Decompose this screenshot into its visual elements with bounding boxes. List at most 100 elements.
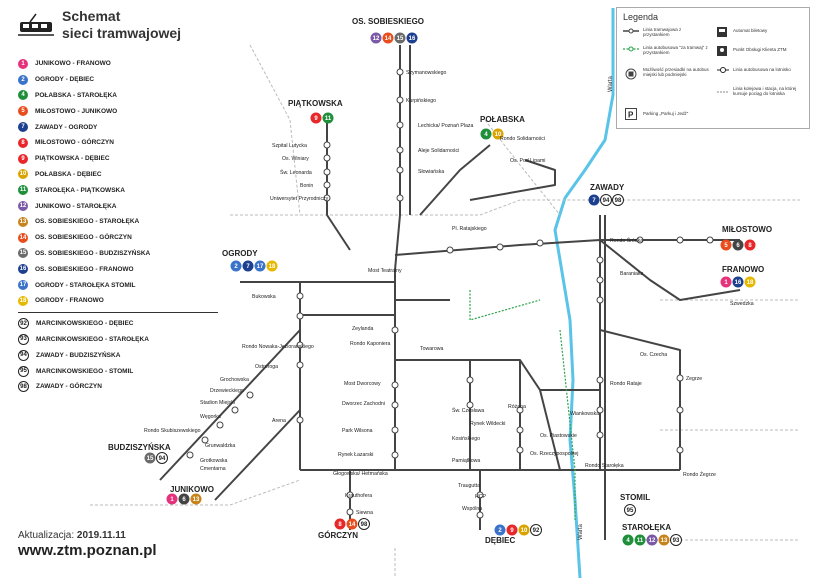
line-badge — [612, 194, 624, 206]
line-badge-number: 4 — [626, 538, 630, 544]
line-badge-number: 93 — [673, 538, 680, 544]
line-badge-number: 13 — [193, 497, 200, 503]
route-name: OS. SOBIESKIEGO - STAROŁĘKA — [35, 218, 140, 226]
stop-label: Most Teatralny — [368, 268, 402, 274]
route-divider — [18, 311, 218, 313]
line-badge-number: 94 — [603, 198, 610, 204]
route-number-badge: 93 — [18, 333, 29, 345]
stop-label: Rondo Śródka — [610, 236, 643, 244]
route-item: 5 MIŁOSTOWO - JUNIKOWO — [18, 103, 218, 119]
terminal-label: POŁABSKA — [480, 115, 525, 124]
line-badge — [624, 504, 636, 516]
customer-service-icon — [717, 46, 727, 56]
route-number-badge: 2 — [18, 74, 28, 85]
route-name: JUNIKOWO - STAROŁĘKA — [35, 202, 117, 210]
stop-label: Szymanowskiego — [406, 70, 446, 76]
stop-label: Os. Czecha — [640, 352, 667, 358]
stop-label: HCP — [475, 494, 486, 500]
route-number-badge: 17 — [18, 280, 28, 291]
stop-label: Wiankowska — [570, 411, 599, 417]
terminal-label: ZAWADY — [590, 183, 625, 192]
river-label-south: Warta — [578, 524, 584, 540]
page-title: Schemat sieci tramwajowej — [62, 8, 181, 42]
title-line1: Schemat — [62, 8, 121, 24]
line-badge-number: 92 — [533, 528, 540, 534]
stop-label: Słowiańska — [418, 169, 444, 175]
stop-label: Rondo Solidarności — [500, 136, 545, 142]
line-badge-number: 14 — [385, 36, 392, 42]
stop-label: Zeylanda — [352, 326, 373, 332]
line-badge — [732, 276, 744, 288]
line-badge-number: 16 — [735, 280, 742, 286]
terminal-label: OGRODY — [222, 249, 258, 258]
stop-label: Uniwersytet Przyrodniczy — [270, 196, 329, 202]
route-number-badge: 1 — [18, 58, 28, 69]
legend-box: Legenda Linia tramwajowa z przystankiem … — [616, 7, 810, 129]
route-name: OGRODY - STAROŁĘKA STOMIL — [35, 281, 136, 289]
bus-transfer-icon — [625, 68, 637, 80]
line-badge — [720, 276, 732, 288]
line-badge — [480, 128, 492, 140]
route-number-badge: 7 — [18, 122, 28, 133]
terminal-label: GÓRCZYN — [318, 531, 358, 540]
stop-label: Towarowa — [420, 346, 443, 352]
line-badge-number: 2 — [498, 528, 502, 534]
route-name: OS. SOBIESKIEGO - FRANOWO — [35, 265, 134, 273]
stop-label: Bonin — [300, 183, 313, 189]
line-badge — [242, 260, 254, 272]
route-name: MIŁOSTOWO - JUNIKOWO — [35, 107, 118, 115]
line-badge-number: 9 — [510, 528, 514, 534]
route-number-badge: 14 — [18, 232, 28, 243]
route-name: ZAWADY - BUDZISZYŃSKA — [36, 351, 121, 359]
tram-icon — [18, 13, 54, 36]
line-badge-number: 14 — [349, 522, 356, 528]
line-badge-number: 10 — [495, 132, 502, 138]
line-badge — [370, 32, 382, 44]
terminal-label: STOMIL — [620, 493, 650, 502]
route-number-badge: 13 — [18, 216, 28, 227]
route-name: OS. SOBIESKIEGO - BUDZISZYŃSKA — [35, 249, 151, 257]
stop-label: Ostroroga — [255, 364, 278, 370]
stop-label: Szpital Lutycka — [272, 143, 307, 149]
line-badge-number: 15 — [397, 36, 404, 42]
line-badge — [744, 239, 756, 251]
stop-label: Most Dworcowy — [344, 381, 381, 387]
line-badge — [506, 524, 518, 536]
line-badge — [254, 260, 266, 272]
stop-label: Pamiątkowa — [452, 458, 480, 464]
route-number-badge: 5 — [18, 106, 28, 117]
route-item: 15 OS. SOBIESKIEGO - BUDZISZYŃSKA — [18, 246, 218, 262]
stop-label: Zegrze — [686, 376, 702, 382]
stop-label: Rynek Wildecki — [470, 421, 505, 427]
update-note: Aktualizacja: 2019.11.11 — [18, 530, 126, 541]
line-badge — [744, 276, 756, 288]
route-name: POŁABSKA - STAROŁĘKA — [35, 91, 117, 99]
route-number-badge: 15 — [18, 248, 28, 259]
stop-label: Baraniaka — [620, 271, 643, 277]
line-badge-number: 98 — [615, 198, 622, 204]
terminal-label: FRANOWO — [722, 265, 764, 274]
terminal-label: BUDZISZYŃSKA — [108, 443, 171, 452]
stop-label: Rondo Żegrze — [683, 471, 716, 478]
stop-label: Lechicka/ Poznań Plaza — [418, 123, 473, 129]
terminal-labels: OS. SOBIESKIEGO PIĄTKOWSKA POŁABSKA ZAWA… — [108, 17, 772, 545]
stop-label: Kurpińskiego — [406, 98, 436, 104]
line-badge — [382, 32, 394, 44]
stop-label: Rondo Skubiszewskiego — [144, 428, 201, 434]
legend-item: Automat biletowy — [733, 28, 768, 33]
line-badge — [322, 112, 334, 124]
line-badge — [646, 534, 658, 546]
route-name: OGRODY - FRANOWO — [35, 297, 104, 305]
stop-label: Różana — [508, 404, 526, 410]
route-number-badge: 98 — [18, 381, 29, 393]
airport-bus-icon — [717, 67, 729, 73]
line-badge — [394, 32, 406, 44]
ztm-website-link[interactable]: www.ztm.poznan.pl — [18, 542, 157, 559]
